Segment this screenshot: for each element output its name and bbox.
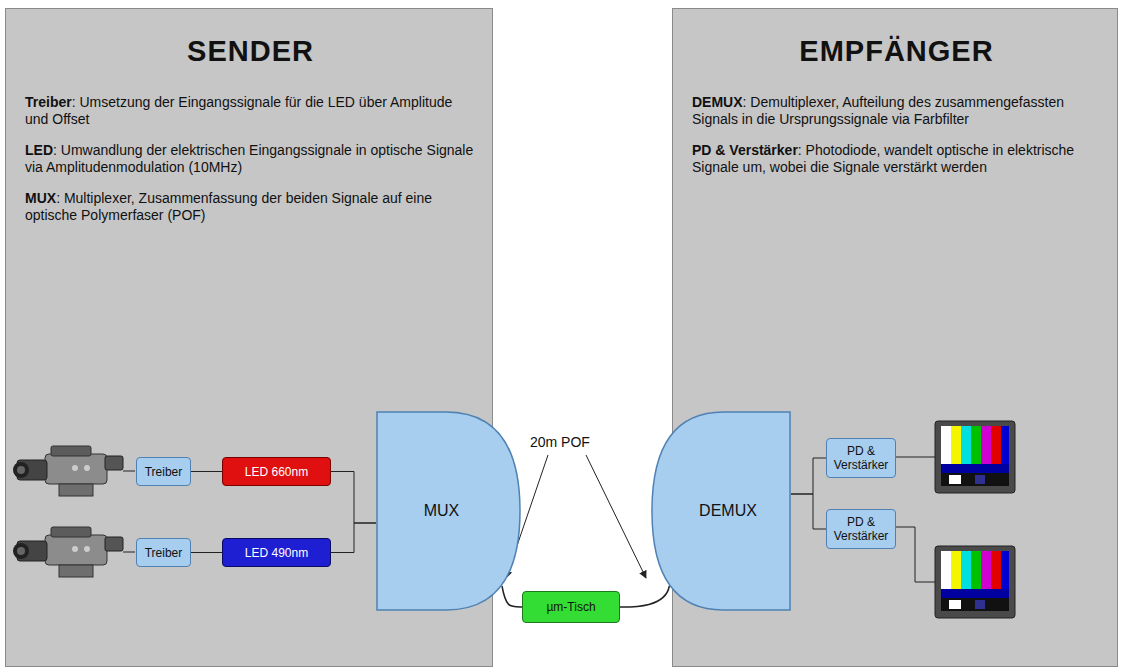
led-red-box: LED 660nm: [222, 457, 331, 486]
description-text: MUX: Multiplexer, Zusammenfassung der be…: [25, 190, 476, 224]
driver-box: Treiber: [136, 457, 191, 486]
led-blue-box: LED 490nm: [222, 538, 331, 567]
box-label: LED 660nm: [245, 465, 308, 479]
stage-box: µm-Tisch: [522, 591, 620, 623]
description-text: LED: Umwandlung der elektrischen Eingang…: [25, 142, 476, 176]
fiber-label: 20m POF: [530, 434, 590, 450]
receiver-panel: EMPFÄNGER DEMUX: Demultiplexer, Aufteilun…: [672, 8, 1118, 667]
box-label: DEMUX: [699, 502, 757, 520]
box-label: PD & Verstärker: [832, 444, 890, 472]
description-text: DEMUX: Demultiplexer, Aufteilung des zus…: [692, 94, 1101, 128]
photodiode-box: PD & Verstärker: [826, 438, 896, 478]
driver-box: Treiber: [136, 538, 191, 567]
panel-heading: EMPFÄNGER: [692, 35, 1101, 68]
description-text: Treiber: Umsetzung der Eingangssignale f…: [25, 94, 476, 128]
panel-heading: SENDER: [25, 35, 476, 68]
sender-panel: SENDER Treiber: Umsetzung der Eingangssig…: [5, 8, 493, 667]
box-label: LED 490nm: [245, 546, 308, 560]
box-label: PD & Verstärker: [832, 515, 890, 543]
box-label: Treiber: [145, 465, 183, 479]
box-label: µm-Tisch: [546, 600, 595, 614]
demultiplexer: DEMUX: [651, 411, 791, 611]
box-label: Treiber: [145, 546, 183, 560]
photodiode-box: PD & Verstärker: [826, 509, 896, 549]
fiber-line: [620, 586, 669, 607]
description-text: PD & Verstärker: Photodiode, wandelt opt…: [692, 142, 1101, 176]
fiber-line: [502, 586, 522, 607]
multiplexer: MUX: [376, 411, 521, 611]
box-label: MUX: [424, 502, 460, 520]
